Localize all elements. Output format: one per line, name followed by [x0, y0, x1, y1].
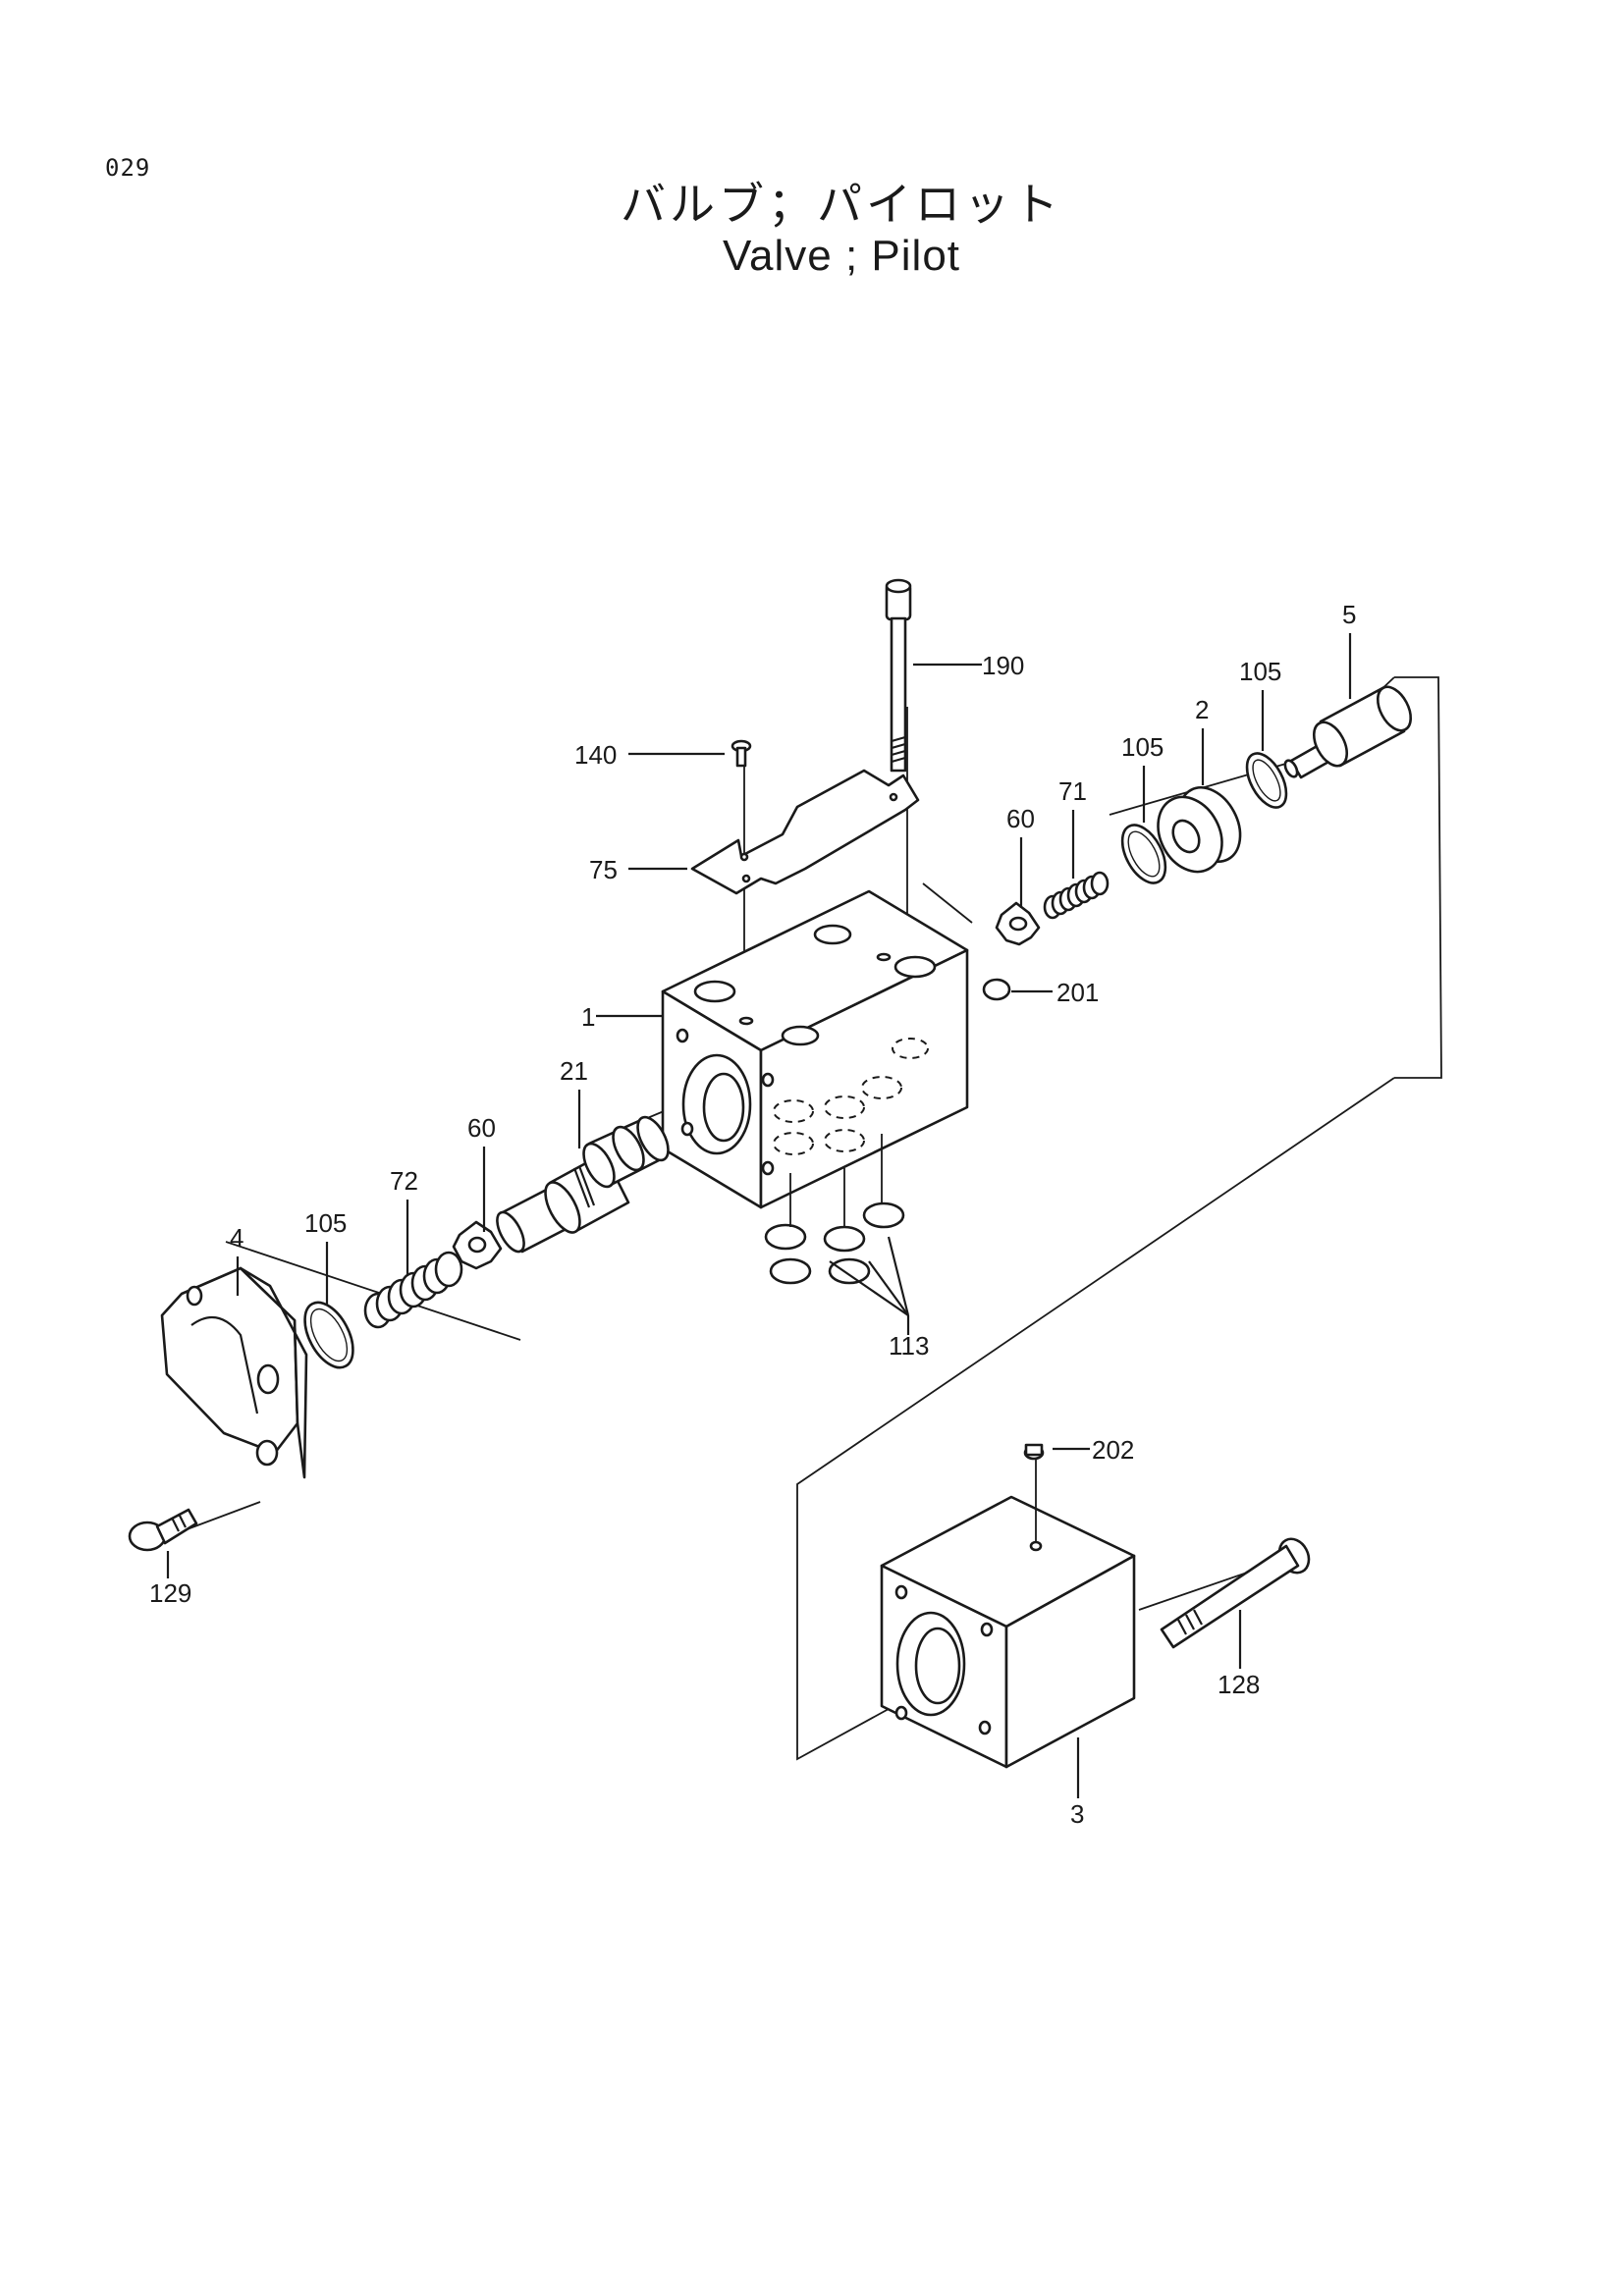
cover-part-4[interactable] [160, 1266, 308, 1479]
callout-105-left: 105 [304, 1208, 347, 1238]
spring-seat-part-60-upper[interactable] [995, 901, 1041, 946]
long-bolt-part-190[interactable] [885, 578, 912, 773]
callout-105-far-right: 105 [1239, 657, 1281, 686]
body-block-part-3[interactable] [880, 1458, 1136, 1769]
o-ring-part-105-far-right[interactable] [1239, 747, 1294, 814]
callout-60-lower: 60 [467, 1113, 496, 1143]
o-ring-part-201[interactable] [982, 978, 1011, 1001]
callout-140: 140 [574, 740, 617, 770]
bolt-part-128[interactable] [1160, 1534, 1315, 1649]
callout-202: 202 [1092, 1435, 1134, 1465]
callout-201: 201 [1056, 978, 1099, 1007]
set-screw-part-202[interactable] [1023, 1443, 1045, 1461]
gasket-plate-part-75[interactable] [690, 746, 920, 895]
spring-part-71[interactable] [1043, 871, 1110, 920]
bolt-part-129[interactable] [128, 1508, 198, 1552]
valve-body-part-1[interactable] [661, 889, 969, 1209]
callout-21: 21 [560, 1056, 588, 1086]
callout-72: 72 [390, 1166, 418, 1196]
callout-190: 190 [982, 651, 1024, 680]
spring-part-72[interactable] [363, 1251, 463, 1329]
callout-labels: 190 140 75 1 201 60 71 105 2 105 5 21 60… [149, 600, 1356, 1829]
callout-1: 1 [581, 1002, 595, 1032]
callout-5: 5 [1342, 600, 1356, 629]
callout-75: 75 [589, 855, 618, 884]
callout-129: 129 [149, 1578, 191, 1608]
spool-part-21[interactable] [492, 1112, 675, 1255]
title-english: Valve ; Pilot [722, 232, 961, 280]
plug-part-2[interactable] [1146, 777, 1253, 883]
callout-71: 71 [1058, 776, 1087, 806]
callout-128: 128 [1218, 1670, 1260, 1699]
callout-2: 2 [1195, 695, 1209, 724]
piston-part-5[interactable] [1282, 681, 1417, 779]
callout-3: 3 [1070, 1799, 1084, 1829]
title-japanese: バルブ；パイロット [621, 178, 1062, 231]
callout-105-right: 105 [1121, 732, 1164, 762]
callout-4: 4 [230, 1223, 244, 1253]
o-rings-part-113[interactable] [764, 1134, 905, 1285]
callout-60-upper: 60 [1006, 804, 1035, 833]
callout-leaders [166, 633, 1352, 1798]
spring-seat-part-60-lower[interactable] [452, 1220, 503, 1270]
small-screw-part-140[interactable] [731, 739, 752, 768]
page-number: 029 [105, 154, 151, 182]
callout-113: 113 [889, 1331, 929, 1361]
o-ring-part-105-right[interactable] [1113, 818, 1174, 889]
o-ring-part-105-left[interactable] [295, 1295, 362, 1375]
